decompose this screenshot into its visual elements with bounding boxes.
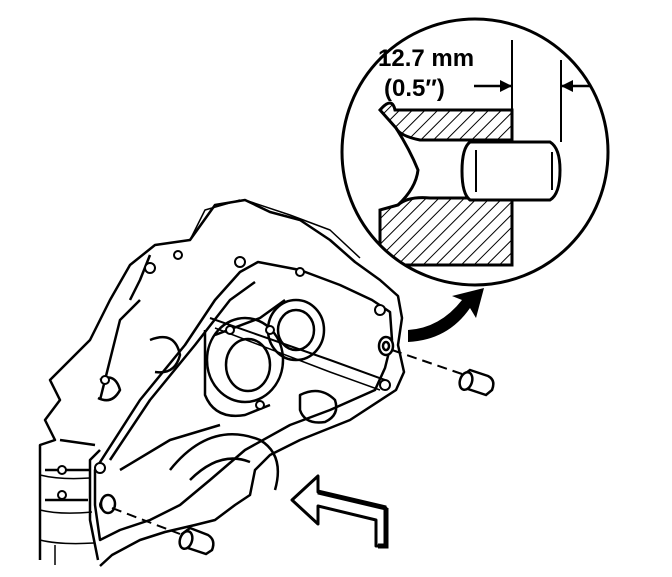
bolt-holes bbox=[57, 250, 391, 511]
dowel-pin-upper bbox=[458, 368, 495, 397]
direction-arrow-icon bbox=[290, 474, 389, 549]
detail-magnifier-icon: 12.7 mm (0.5″) bbox=[340, 17, 610, 287]
dowel-pin-lower bbox=[178, 526, 215, 556]
dowel-pin-section bbox=[460, 140, 562, 202]
dowel-hole-upper bbox=[377, 335, 395, 357]
dimension-metric-label: 12.7 mm bbox=[378, 45, 474, 72]
housing-section-lower bbox=[378, 196, 514, 267]
install-guide-lines bbox=[111, 349, 463, 535]
dowel-hole-lower bbox=[99, 493, 117, 515]
dimension-imperial-label: (0.5″) bbox=[384, 75, 445, 102]
curved-arrow-icon bbox=[408, 288, 484, 342]
